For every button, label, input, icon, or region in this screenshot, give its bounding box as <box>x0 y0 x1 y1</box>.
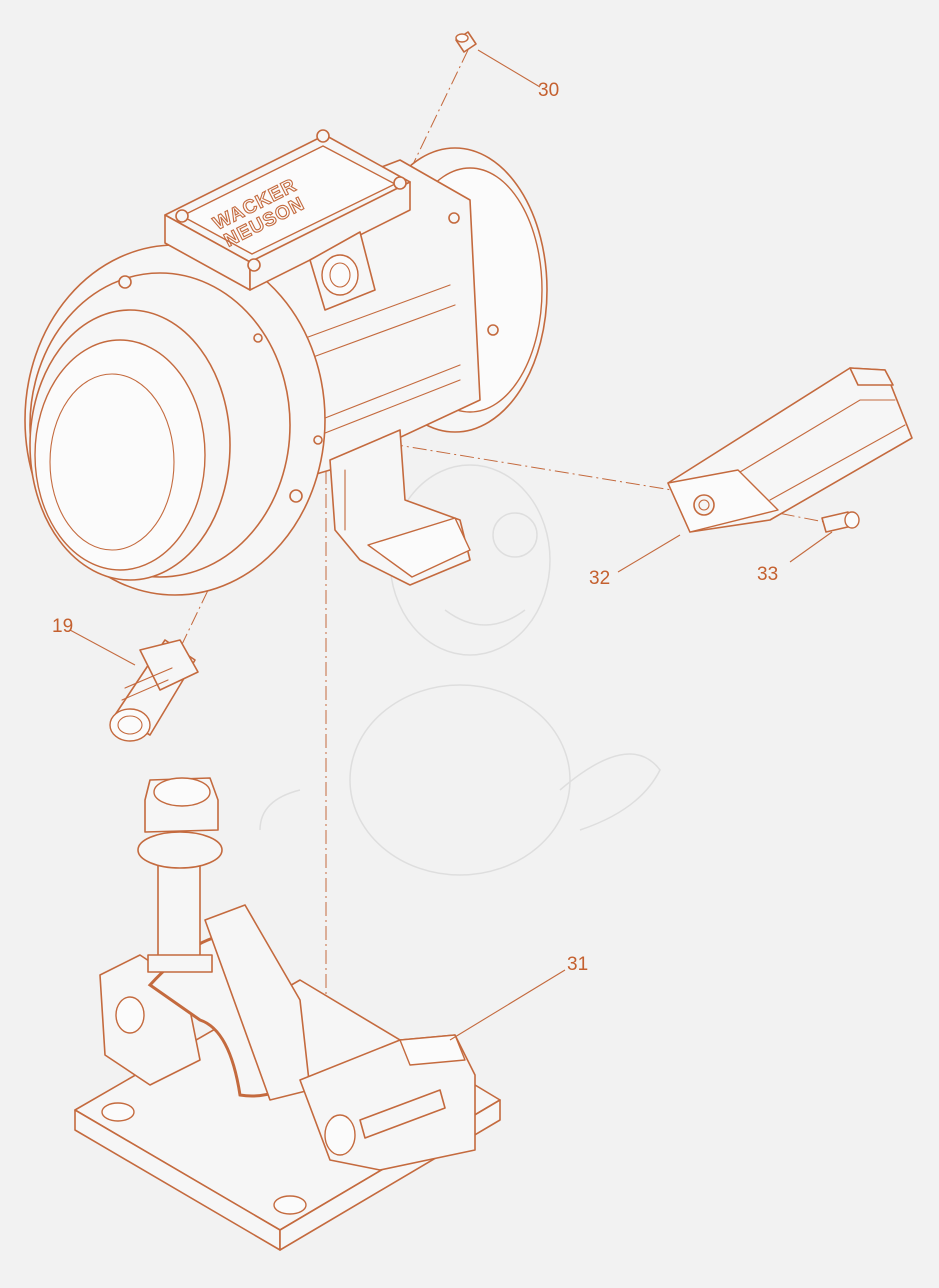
vibrator-motor-body <box>24 129 548 596</box>
callout-30: 30 <box>538 80 559 101</box>
background-watermark <box>259 464 661 876</box>
callout-33: 33 <box>757 564 778 585</box>
callout-32: 32 <box>589 568 610 589</box>
mounting-pedestal-part <box>74 777 501 1251</box>
callout-labels: 30 32 33 19 31 <box>52 80 778 975</box>
cable-gland-part <box>109 639 199 742</box>
callout-19: 19 <box>52 616 73 637</box>
handle-bracket-part <box>667 367 913 533</box>
socket-screw-part <box>821 511 860 533</box>
callout-31: 31 <box>567 954 588 975</box>
grease-nipple-part <box>455 31 477 53</box>
callout-leaders <box>69 49 833 1041</box>
